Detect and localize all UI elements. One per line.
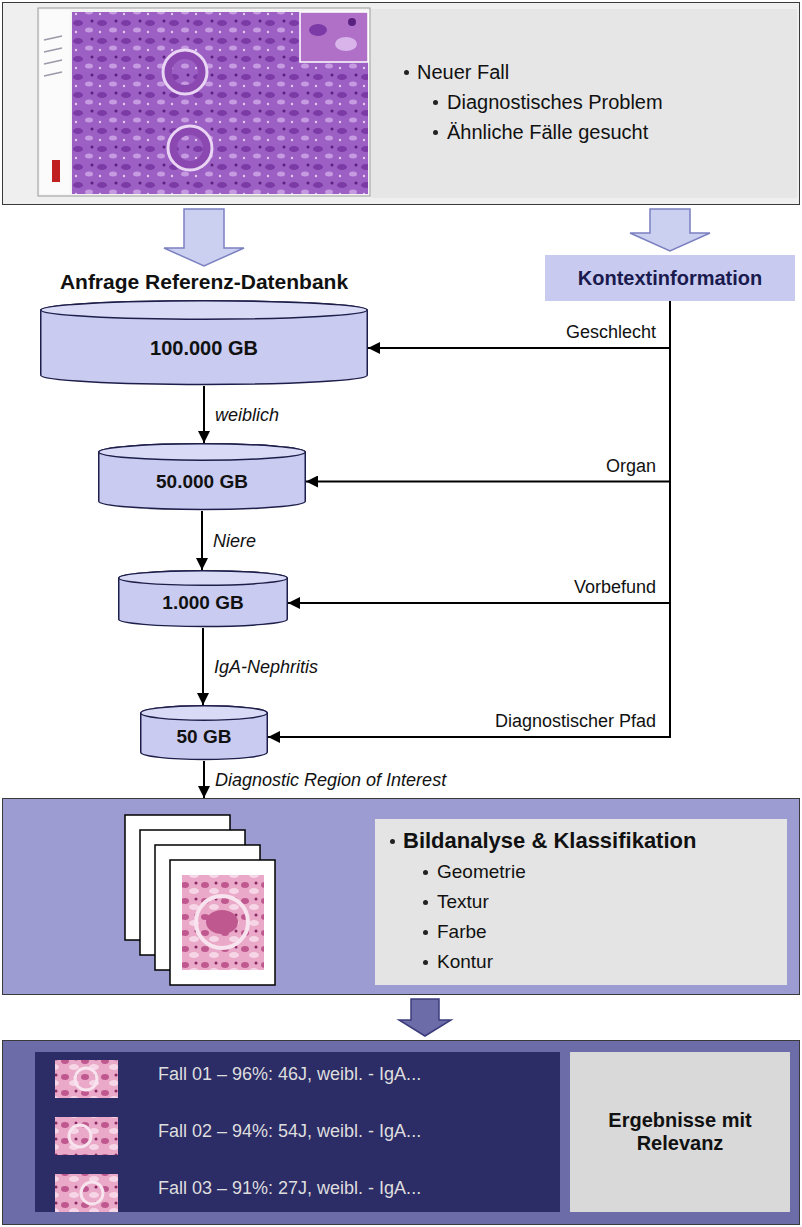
cylinder-top bbox=[41, 301, 368, 320]
bullet-item: Ähnliche Fälle gesucht bbox=[401, 117, 783, 147]
illustration-part bbox=[172, 59, 198, 85]
results-panel: Ergebnisse mit Relevanz Fall 01 – 96%: 46… bbox=[2, 1040, 800, 1225]
panel-ground bbox=[2, 798, 800, 995]
illustration-part bbox=[40, 10, 70, 194]
edge-label: Diagnostic Region of Interest bbox=[213, 769, 448, 791]
illustration-part bbox=[55, 1117, 118, 1155]
cylinder-side bbox=[141, 706, 268, 760]
illustration-part bbox=[55, 1060, 118, 1098]
bullet-item: Bildanalyse & Klassifikation bbox=[387, 825, 777, 857]
edge-label: Geschlecht bbox=[564, 321, 658, 343]
result-thumbnails bbox=[55, 1060, 118, 1212]
result-row: Fall 01 – 96%: 46J, weibl. - IgA... bbox=[158, 1063, 553, 1120]
edge-label: Diagnostischer Pfad bbox=[493, 710, 658, 732]
connector-line bbox=[368, 301, 670, 348]
capacity-label: 50 GB bbox=[177, 726, 232, 748]
connector-line bbox=[203, 386, 205, 443]
illustration-part bbox=[44, 60, 62, 64]
analysis-panel: Bildanalyse & KlassifikationGeometrieTex… bbox=[2, 798, 800, 995]
edge-label: Organ bbox=[604, 455, 658, 477]
database-cylinder: 50 GB bbox=[140, 705, 268, 761]
result-row: Fall 02 – 94%: 54J, weibl. - IgA... bbox=[158, 1120, 553, 1177]
slide-screenshot bbox=[38, 8, 370, 196]
cylinder-body: 50.000 GB bbox=[98, 452, 306, 511]
illustration-part bbox=[55, 1174, 118, 1212]
illustration-part bbox=[52, 160, 60, 182]
database-cylinder: Anfrage Referenz-Datenbank100.000 GB bbox=[40, 300, 368, 386]
cylinder-top bbox=[119, 571, 288, 586]
cylinder-body: 100.000 GB bbox=[40, 310, 368, 386]
text-panel: Bildanalyse & KlassifikationGeometrieTex… bbox=[375, 819, 787, 985]
text-panel: Fall 01 – 96%: 46J, weibl. - IgA...Fall … bbox=[158, 1063, 553, 1227]
illustration-part bbox=[170, 860, 275, 985]
capacity-label: 100.000 GB bbox=[150, 337, 258, 360]
edge-label: weiblich bbox=[213, 404, 281, 426]
cylinder-side bbox=[99, 444, 306, 510]
capacity-label: 1.000 GB bbox=[162, 592, 243, 614]
case-panel: Neuer FallDiagnostisches ProblemÄhnliche… bbox=[2, 2, 800, 205]
bullet-item: Geometrie bbox=[387, 857, 777, 887]
cylinder-side bbox=[119, 571, 288, 627]
edge-label: IgA-Nephritis bbox=[212, 656, 320, 678]
illustration-part bbox=[44, 36, 62, 40]
bullet-item: Farbe bbox=[387, 917, 777, 947]
illustration-part bbox=[81, 1182, 103, 1204]
panel-ground bbox=[2, 2, 800, 205]
block-arrow bbox=[630, 209, 710, 251]
block-arrow bbox=[164, 209, 244, 266]
context-box: Kontextinformation bbox=[545, 255, 795, 301]
illustration-part bbox=[44, 48, 62, 52]
edge-label: Vorbefund bbox=[572, 576, 658, 598]
illustration-part bbox=[196, 896, 248, 948]
result-row: Fall 03 – 91%: 27J, weibl. - IgA... bbox=[158, 1177, 553, 1227]
illustration-part bbox=[300, 12, 368, 62]
illustration-part bbox=[309, 24, 327, 36]
illustration-part bbox=[348, 18, 356, 26]
cylinder-top bbox=[141, 706, 268, 721]
connector-line bbox=[201, 511, 203, 570]
illustration-part bbox=[72, 12, 368, 194]
database-cylinder: 1.000 GB bbox=[118, 570, 288, 628]
text-panel: Neuer FallDiagnostisches ProblemÄhnliche… bbox=[371, 9, 797, 198]
illustration-part bbox=[44, 72, 62, 76]
result-caption: Ergebnisse mit Relevanz bbox=[580, 1109, 780, 1155]
bullet-item: Textur bbox=[387, 887, 777, 917]
bullet-item: Kontur bbox=[387, 947, 777, 977]
database-cylinder: 50.000 GB bbox=[98, 443, 306, 511]
illustration-part bbox=[177, 135, 203, 161]
edge-label: Niere bbox=[211, 530, 258, 552]
illustration-part bbox=[335, 37, 357, 51]
capacity-label: 50.000 GB bbox=[156, 471, 248, 493]
connector-line bbox=[203, 761, 205, 798]
cylinder-body: 50 GB bbox=[140, 713, 268, 761]
block-arrow bbox=[399, 999, 451, 1036]
illustration-part bbox=[168, 126, 212, 170]
result-label-box: Ergebnisse mit Relevanz bbox=[570, 1052, 790, 1212]
connector-line bbox=[202, 628, 204, 705]
illustration-part bbox=[206, 910, 238, 934]
illustration-part bbox=[69, 1125, 91, 1147]
illustration-part bbox=[38, 8, 370, 196]
cylinder-side bbox=[41, 301, 368, 385]
bullet-item: Diagnostisches Problem bbox=[401, 87, 783, 117]
heading: Anfrage Referenz-Datenbank bbox=[60, 270, 348, 294]
bullet-item: Neuer Fall bbox=[401, 57, 783, 87]
image-stack bbox=[125, 815, 275, 985]
box-label: Kontextinformation bbox=[578, 267, 762, 290]
illustration-part bbox=[163, 50, 207, 94]
cylinder-top bbox=[99, 444, 306, 461]
illustration-part bbox=[182, 875, 264, 970]
cylinder-body: 1.000 GB bbox=[118, 578, 288, 628]
illustration-part bbox=[75, 1068, 97, 1090]
